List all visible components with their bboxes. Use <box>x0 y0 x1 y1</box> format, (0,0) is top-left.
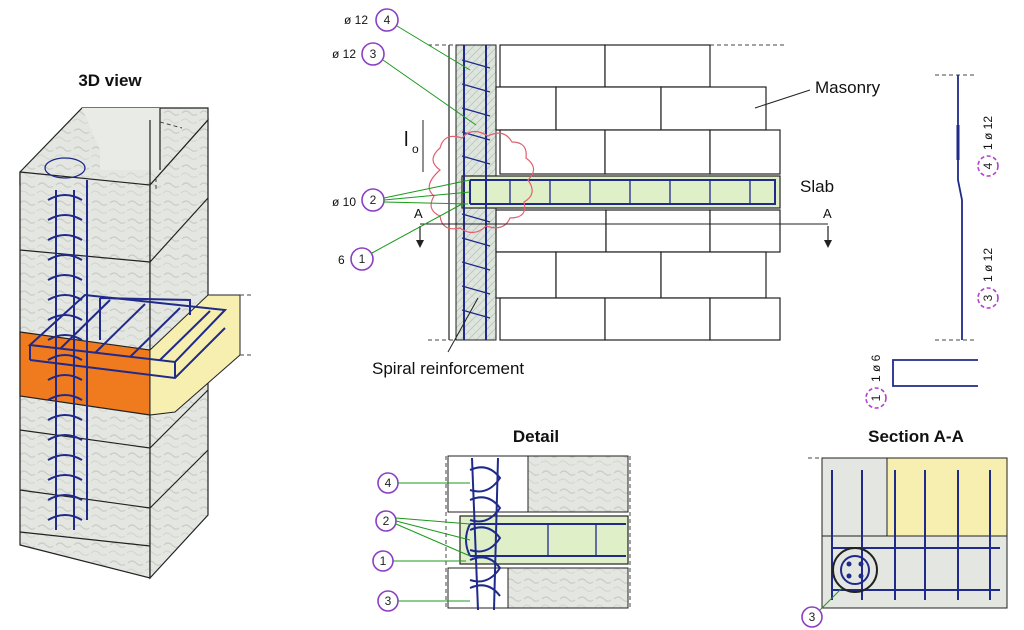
detail-callout-3: 3 <box>377 590 470 612</box>
schedule-1-label: 1 ø 6 <box>869 354 883 382</box>
callout-2: ø 10 2 <box>332 179 471 212</box>
section-spiral-inner <box>840 555 870 585</box>
slab-label: Slab <box>800 177 834 196</box>
section-arrowhead-right <box>824 240 832 248</box>
cage-bars <box>29 299 226 380</box>
callout-4-id: 4 <box>384 13 391 27</box>
section-mark-right: A <box>823 206 832 221</box>
view3d-title: 3D view <box>78 71 142 90</box>
schedule-4-label: 1 ø 12 <box>981 116 995 150</box>
slab-dash <box>240 294 252 356</box>
section-arrowhead-left <box>416 240 424 248</box>
detail-cloud <box>428 130 535 234</box>
callout-4-leader <box>396 25 471 71</box>
section-vertical-bars <box>831 470 991 600</box>
cage-top <box>27 293 228 364</box>
callout-2-leaders <box>383 179 471 205</box>
spiral-label: Spiral reinforcement <box>372 359 524 378</box>
section-wall <box>821 535 1008 609</box>
detail-view: Detail 4 2 1 3 <box>372 427 631 612</box>
section-title: Section A-A <box>868 427 964 446</box>
masonry-leader <box>754 89 811 109</box>
block-top-inner <box>82 108 160 170</box>
section-view: Section A-A 3 <box>801 427 1008 628</box>
top-dash-1 <box>159 121 183 129</box>
schedule-dash <box>935 74 975 341</box>
bar-schedule: 4 1 ø 12 3 1 ø 12 1 1 ø 6 <box>865 74 999 409</box>
detail-block-tl <box>447 455 529 513</box>
detail-title: Detail <box>513 427 559 446</box>
callout-3-size: ø 12 <box>332 47 356 61</box>
slab-elevation <box>461 175 781 209</box>
svg-text:1: 1 <box>380 554 387 568</box>
elevation-dash-lines <box>428 44 785 341</box>
detail-dash <box>445 456 631 610</box>
svg-text:4: 4 <box>385 476 392 490</box>
schedule-bar-4: 4 1 ø 12 <box>977 116 999 177</box>
spiral-3d <box>44 157 88 530</box>
callout-1-id: 1 <box>359 252 366 266</box>
lo-subscript: o <box>412 142 419 156</box>
callout-1-leader <box>371 203 463 254</box>
detail-block-br <box>507 567 629 609</box>
callout-3: ø 12 3 <box>332 42 477 126</box>
slab-stirrups <box>509 180 751 204</box>
bar-1-shape <box>892 359 978 387</box>
schedule-1-id: 1 <box>869 394 883 401</box>
bar-4-3-shape <box>957 75 963 340</box>
section-slab <box>886 457 1008 537</box>
svg-text:3: 3 <box>385 594 392 608</box>
section-spiral-ring <box>832 547 878 593</box>
schedule-4-id: 4 <box>981 162 995 169</box>
lo-label: l <box>404 129 408 151</box>
section-mark-left: A <box>414 206 423 221</box>
detail-callout-2: 2 <box>375 510 471 557</box>
callout-4: ø 12 4 <box>344 8 471 71</box>
detail-stirrups <box>547 524 597 556</box>
detail-callout-4: 4 <box>377 472 470 494</box>
column-spiral-lines <box>461 59 491 319</box>
callout-3-leader <box>382 59 477 126</box>
masonry-label: Masonry <box>815 78 881 97</box>
schedule-bar-3: 3 1 ø 12 <box>977 248 999 309</box>
svg-text:3: 3 <box>809 610 816 624</box>
schedule-3-label: 1 ø 12 <box>981 248 995 282</box>
section-callout-3: 3 <box>801 587 843 628</box>
spiral-top-ring <box>44 157 86 179</box>
spiral-leader <box>447 297 479 353</box>
callout-4-size: ø 12 <box>344 13 368 27</box>
callout-3-id: 3 <box>370 47 377 61</box>
top-edges <box>149 108 161 185</box>
spiral-loops <box>47 194 83 521</box>
view-3d: 3D view <box>19 71 252 580</box>
detail-callout-1: 1 <box>372 550 466 572</box>
callout-1: 6 1 <box>338 203 463 271</box>
callout-2-size: ø 10 <box>332 195 356 209</box>
callout-2-id: 2 <box>370 193 377 207</box>
schedule-bar-1: 1 1 ø 6 <box>865 354 978 409</box>
elevation-view: A A l o Masonry Slab Spiral reinforcemen… <box>332 8 881 378</box>
callout-1-size: 6 <box>338 253 345 267</box>
cage-hook <box>99 297 191 340</box>
front-course-lines <box>19 249 151 547</box>
masonry-blocks <box>495 44 781 341</box>
svg-text:2: 2 <box>383 514 390 528</box>
detail-block-tr <box>527 455 629 513</box>
spiral-longitudinal-bars <box>55 180 88 530</box>
detail-spiral <box>469 466 502 597</box>
schedule-3-id: 3 <box>981 294 995 301</box>
slab-cage-3d <box>27 293 228 380</box>
side-course-lines <box>149 197 209 509</box>
